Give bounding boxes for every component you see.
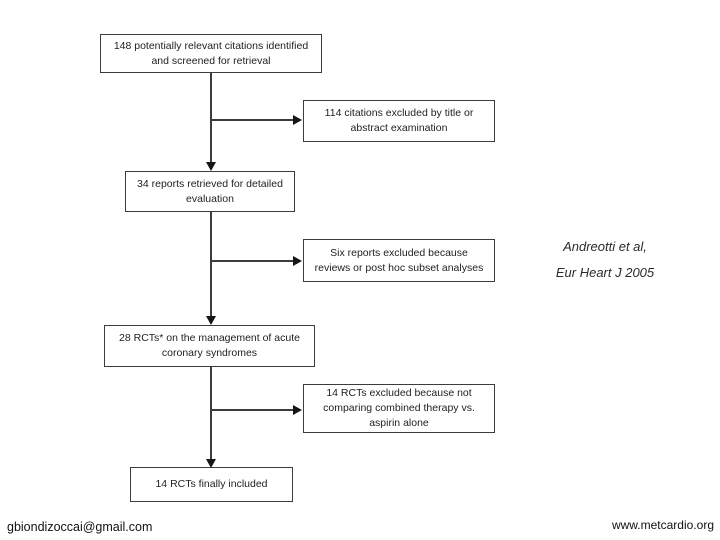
flow-box-excluded-title-abstract: 114 citations excluded by title or abstr… <box>303 100 495 142</box>
flow-box-excluded-reviews-posthoc: Six reports excluded because reviews or … <box>303 239 495 282</box>
arrow-right-icon <box>293 405 302 415</box>
arrow-down-icon <box>206 316 216 325</box>
footer-email: gbiondizoccai@gmail.com <box>7 520 153 534</box>
flow-box-rcts-management-acs: 28 RCTs* on the management of acute coro… <box>104 325 315 367</box>
arrow-down-icon <box>206 162 216 171</box>
connector-branch-3 <box>211 409 294 411</box>
connector-stem-1 <box>210 73 212 163</box>
arrow-right-icon <box>293 115 302 125</box>
citation: Andreotti et al, Eur Heart J 2005 <box>538 239 672 280</box>
footer-website: www.metcardio.org <box>611 518 714 532</box>
flow-box-excluded-not-comparing: 14 RCTs excluded because not comparing c… <box>303 384 495 433</box>
connector-stem-2 <box>210 212 212 317</box>
arrow-down-icon <box>206 459 216 468</box>
connector-branch-2 <box>211 260 294 262</box>
flow-box-rcts-included: 14 RCTs finally included <box>130 467 293 502</box>
flow-box-reports-retrieved: 34 reports retrieved for detailed evalua… <box>125 171 295 212</box>
connector-stem-3 <box>210 367 212 460</box>
flow-box-citations-identified: 148 potentially relevant citations ident… <box>100 34 322 73</box>
arrow-right-icon <box>293 256 302 266</box>
citation-journal-year: Eur Heart J 2005 <box>555 265 655 280</box>
connector-branch-1 <box>211 119 294 121</box>
citation-authors: Andreotti et al, <box>563 239 647 254</box>
